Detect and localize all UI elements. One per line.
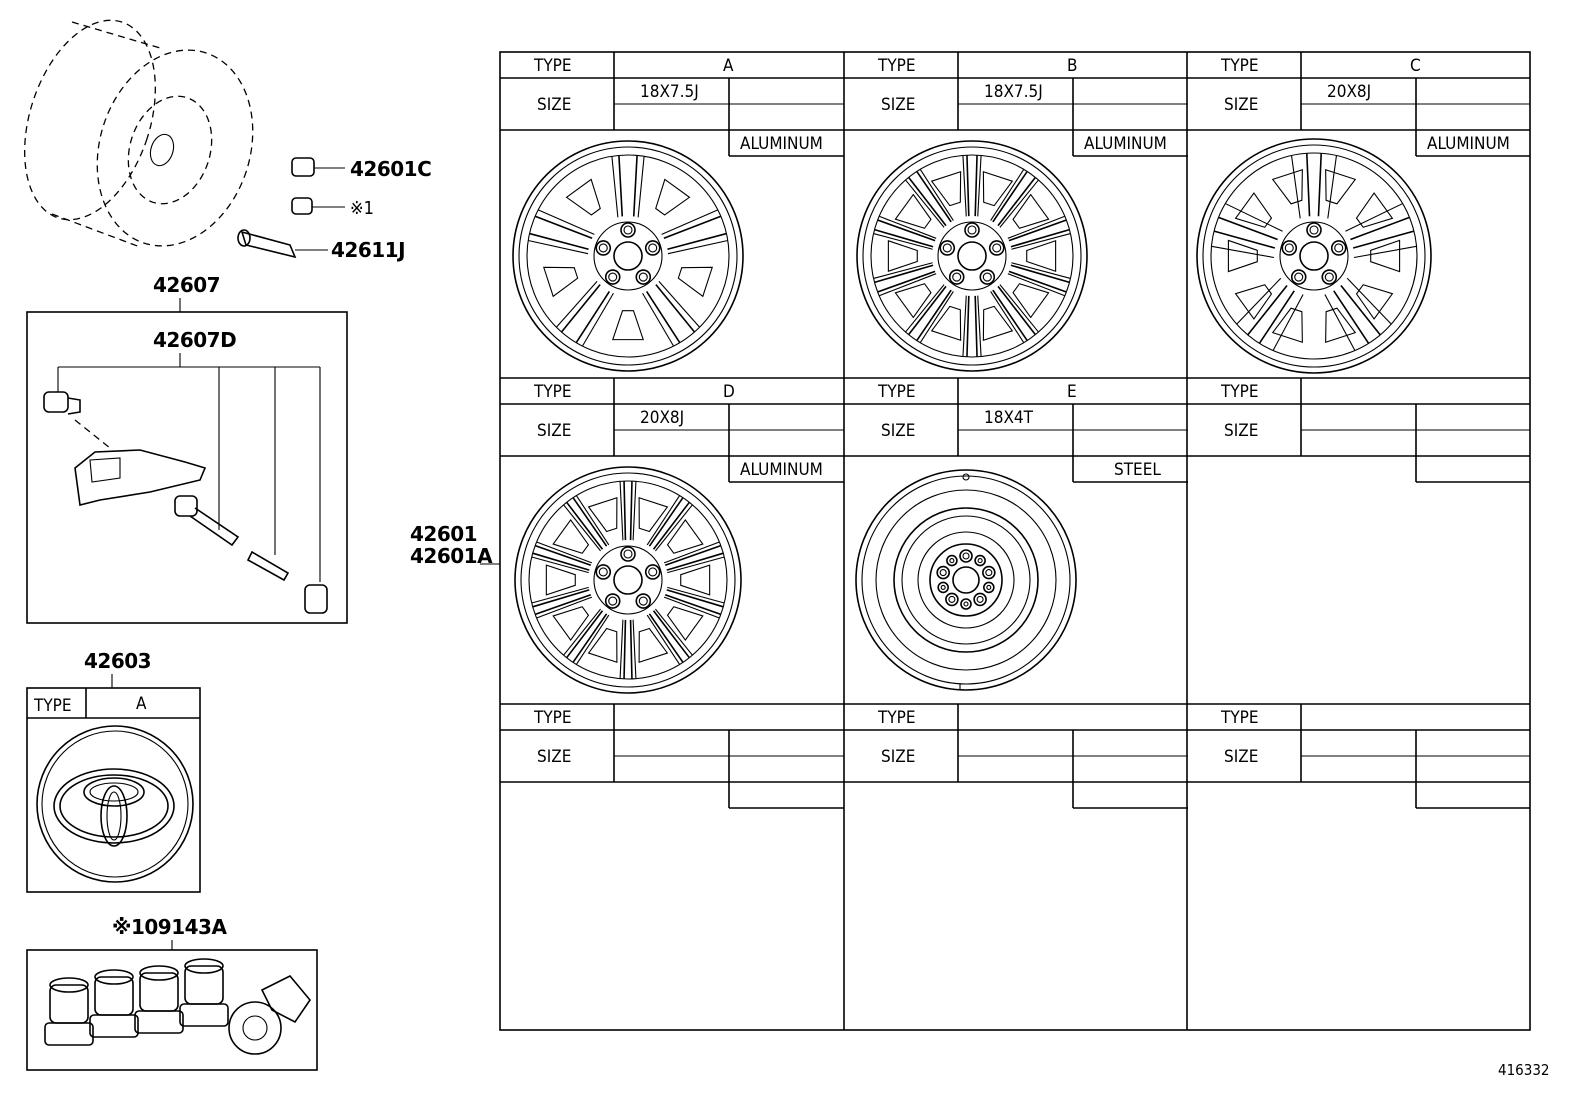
size-value: 18X7.5J	[640, 82, 699, 102]
wheel-cell-1: TYPE SIZE A 18X7.5J ALUMINUM	[500, 52, 844, 157]
wheel-cell-8: TYPE SIZE	[844, 704, 1188, 809]
ornament-type-value: A	[136, 694, 147, 714]
type-label: TYPE	[877, 708, 916, 728]
toyota-emblem-icon	[36, 725, 194, 883]
part-number-42603: 42603	[84, 649, 151, 673]
material-value: ALUMINUM	[1084, 134, 1167, 154]
size-label: SIZE	[537, 95, 571, 115]
type-label: TYPE	[533, 382, 572, 402]
part-number-42601c: 42601C	[350, 157, 431, 181]
type-label: TYPE	[877, 382, 916, 402]
valve-cap-icon	[291, 157, 345, 177]
type-value: D	[723, 382, 735, 402]
type-label: TYPE	[533, 708, 572, 728]
valve-stem-icon	[237, 229, 328, 259]
size-label: SIZE	[1224, 747, 1258, 767]
wheel-cell-6: TYPE SIZE	[1187, 378, 1530, 483]
material-value: STEEL	[1114, 460, 1161, 480]
lock-nut-box	[26, 949, 318, 1071]
five-spoke-wheel-icon	[512, 140, 744, 372]
tpms-sensor-icon	[43, 391, 328, 614]
size-label: SIZE	[537, 747, 571, 767]
size-label: SIZE	[537, 421, 571, 441]
size-value: 18X7.5J	[984, 82, 1043, 102]
wheel-lock-nut-icon	[44, 958, 312, 1055]
type-label: TYPE	[1220, 382, 1259, 402]
type-label: TYPE	[533, 56, 572, 76]
wheel-cell-9: TYPE SIZE	[1187, 704, 1530, 809]
size-label: SIZE	[881, 421, 915, 441]
type-value: C	[1410, 56, 1421, 76]
size-value: 20X8J	[1327, 82, 1371, 102]
tpms-leader-lines	[57, 353, 321, 582]
valve-core-icon	[291, 197, 345, 215]
size-label: SIZE	[881, 95, 915, 115]
material-value: ALUMINUM	[740, 460, 823, 480]
wheel-cell-3: TYPE SIZE C 20X8J ALUMINUM	[1187, 52, 1530, 157]
ornament-box	[26, 687, 201, 893]
spare-steel-wheel-icon	[855, 469, 1077, 691]
note-mark-1: ※1	[350, 198, 374, 219]
type-label: TYPE	[877, 56, 916, 76]
part-number-42601a: 42601A	[410, 544, 493, 568]
multi-spoke-wheel-icon	[856, 140, 1088, 372]
type-label: TYPE	[1220, 56, 1259, 76]
part-number-09143a: ※109143A	[112, 915, 227, 939]
part-number-42611j: 42611J	[331, 238, 405, 262]
wheel-cell-4: TYPE SIZE D 20X8J ALUMINUM	[500, 378, 844, 483]
type-value: A	[723, 56, 734, 76]
size-label: SIZE	[881, 747, 915, 767]
material-value: ALUMINUM	[1427, 134, 1510, 154]
size-value: 20X8J	[640, 408, 684, 428]
size-value: 18X4T	[984, 408, 1034, 428]
size-label: SIZE	[1224, 95, 1258, 115]
twin-spoke-wheel-icon	[514, 466, 742, 694]
type-value: E	[1067, 382, 1077, 402]
size-label: SIZE	[1224, 421, 1258, 441]
wheel-type-grid	[499, 51, 1531, 1031]
part-number-42601: 42601	[410, 522, 477, 546]
wheel-cell-5: TYPE SIZE E 18X4T STEEL	[844, 378, 1188, 483]
tpms-kit-box	[26, 311, 348, 624]
type-value: B	[1067, 56, 1078, 76]
part-number-42607: 42607	[153, 273, 220, 297]
split-spoke-wheel-icon	[1196, 138, 1432, 374]
tire-outline-icon	[24, 19, 254, 248]
type-label: TYPE	[1220, 708, 1259, 728]
material-value: ALUMINUM	[740, 134, 823, 154]
document-number: 416332	[1498, 1061, 1550, 1079]
wheel-cell-2: TYPE SIZE B 18X7.5J ALUMINUM	[844, 52, 1188, 157]
wheel-cell-7: TYPE SIZE	[500, 704, 844, 809]
part-number-42607d: 42607D	[153, 328, 236, 352]
ornament-type-label: TYPE	[33, 696, 72, 716]
